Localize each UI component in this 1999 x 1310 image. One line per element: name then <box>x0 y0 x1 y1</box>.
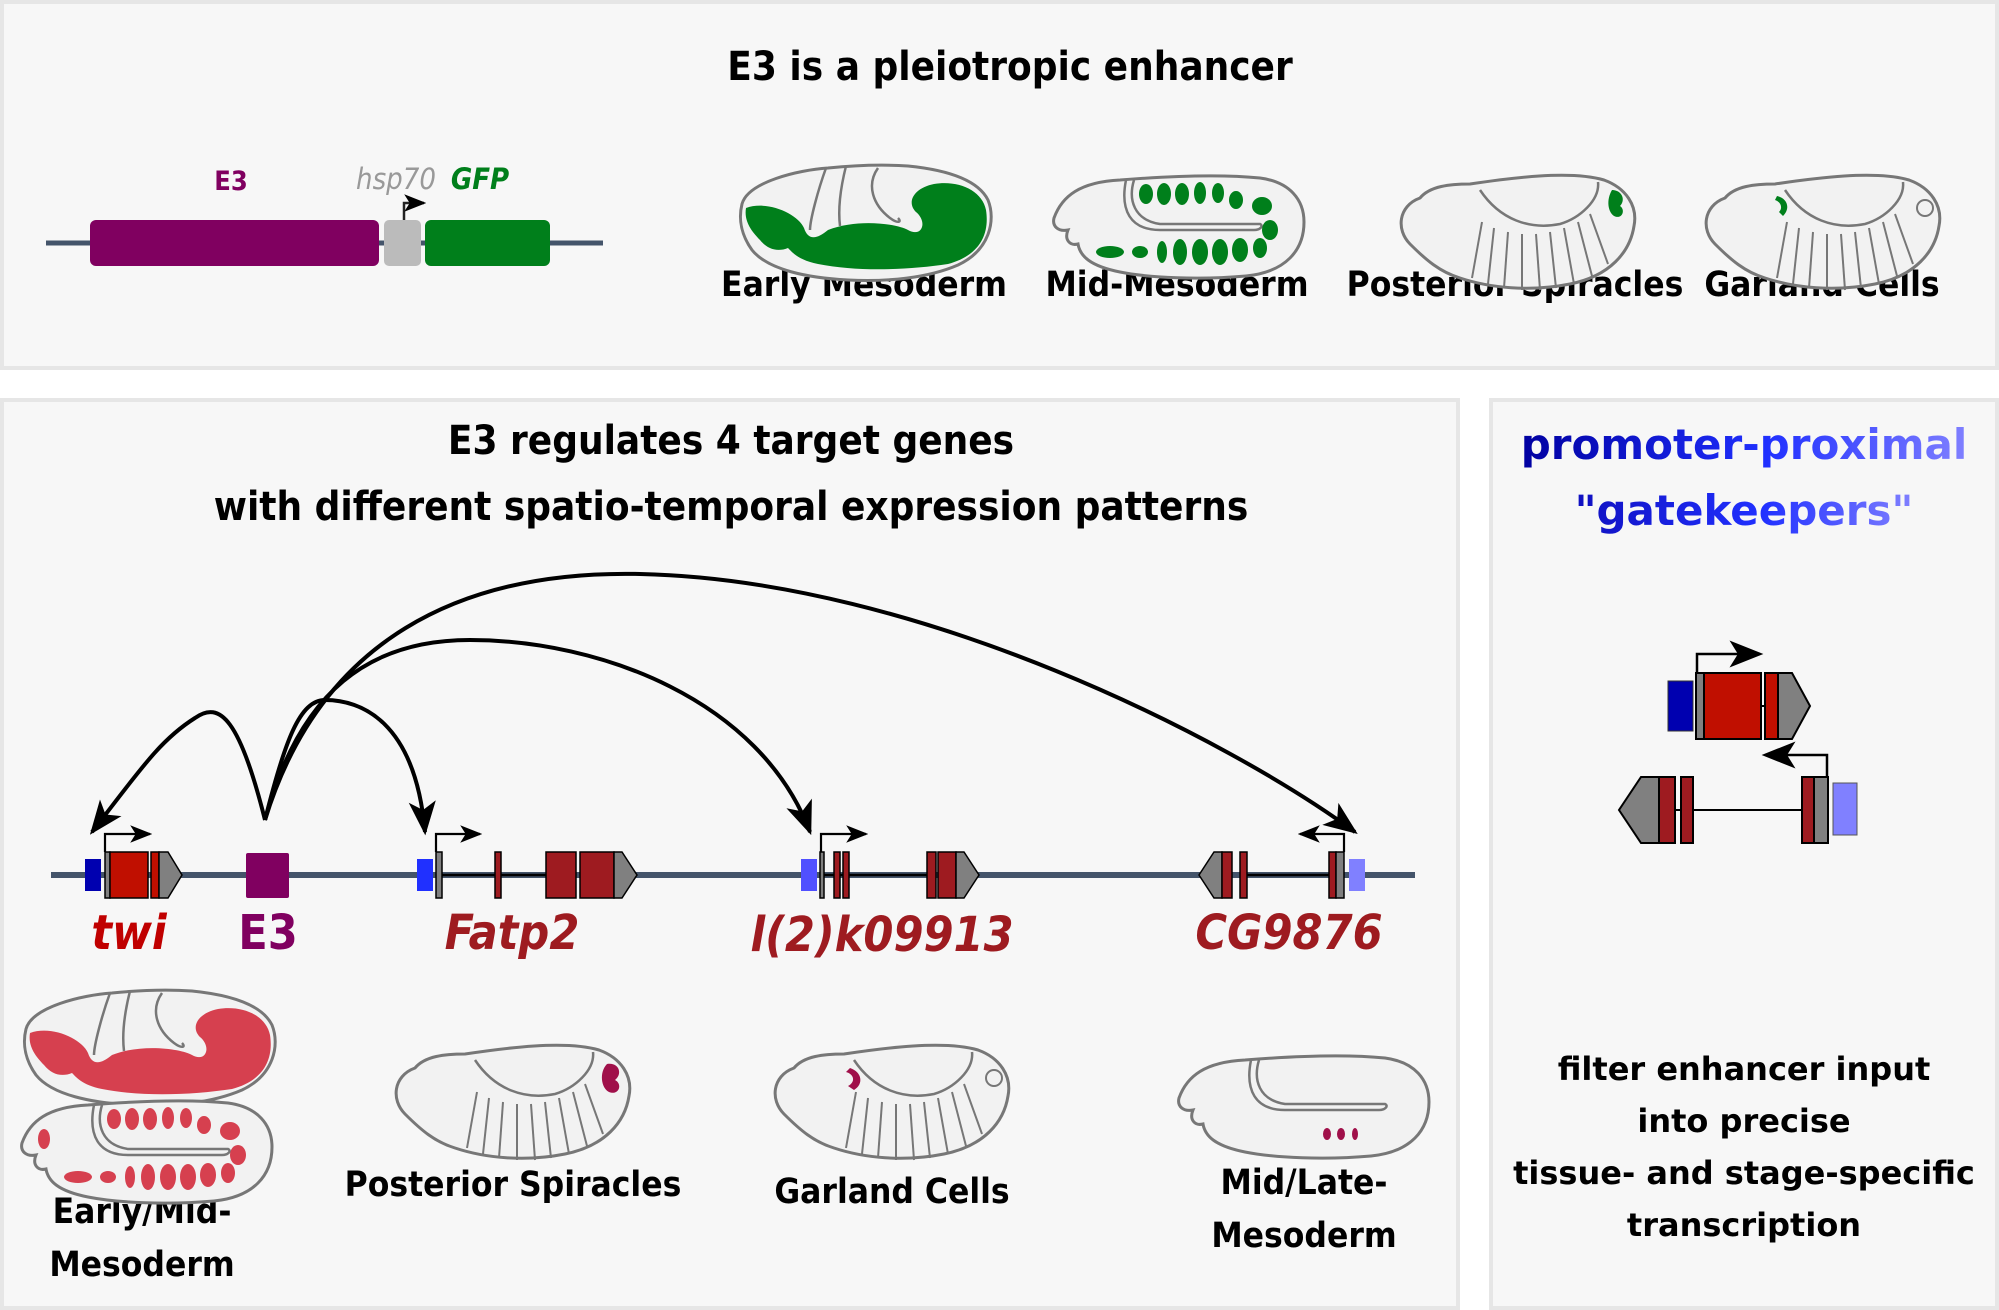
construct-reporter-label: GFP <box>450 162 510 196</box>
gatekeepers-desc-line1: filter enhancer input <box>1557 1050 1931 1088</box>
construct-tss-arrow-icon <box>402 194 427 220</box>
arc-to-twi <box>89 710 267 835</box>
gatekeeper-forward-tss-icon <box>1695 640 1764 673</box>
gatekeepers-title-line2: "gatekeepers" <box>1575 486 1914 535</box>
gatekeeper-reverse-gene <box>1617 741 1858 844</box>
pattern-label-cg9876-line1: Mid/Late- <box>1220 1163 1388 1203</box>
gatekeeper-twi <box>85 859 101 891</box>
gene-track <box>51 825 1415 899</box>
gatekeeper-reverse-tss-icon <box>1761 741 1829 777</box>
embryo-twi-early-icon <box>22 988 277 1107</box>
pattern-label-fatp2: Posterior Spiracles <box>344 1165 682 1205</box>
gatekeepers-desc-line2: into precise <box>1637 1102 1851 1140</box>
gatekeeper-forward-box <box>1667 680 1694 732</box>
tss-arrow-l2k09913-icon <box>819 825 869 852</box>
tss-arrow-twi-icon <box>103 825 153 852</box>
embryo-garland-cells-icon <box>1704 173 1942 291</box>
construct-promoter-label: hsp70 <box>356 162 436 196</box>
gatekeepers-title-line1: promoter-proximal <box>1521 420 1968 469</box>
gatekeepers-desc-line4: transcription <box>1626 1206 1862 1244</box>
gatekeeper-l2k09913 <box>801 859 817 891</box>
gene-label-cg9876: CG9876 <box>1195 905 1383 961</box>
arc-to-cg9876 <box>263 571 1358 835</box>
gatekeeper-forward-gene <box>1667 640 1812 740</box>
gatekeeper-fatp2 <box>417 859 433 891</box>
top-panel <box>0 0 1999 370</box>
gatekeeper-reverse-box <box>1832 782 1858 836</box>
gene-label-twi: twi <box>91 905 167 961</box>
pattern-label-twi-line2: Mesoderm <box>49 1245 235 1285</box>
gatekeepers-subtitle-text: "gatekeepers" <box>1574 486 1914 535</box>
targets-title-line1: E3 regulates 4 target genes <box>447 418 1015 464</box>
gene-label-l2k09913: l(2)k09913 <box>750 907 1014 963</box>
pattern-label-l2k09913: Garland Cells <box>774 1172 1010 1212</box>
gene-label-fatp2: Fatp2 <box>444 905 580 961</box>
construct-gfp-box <box>425 220 550 266</box>
gene-twi <box>85 825 183 899</box>
gene-l2k09913 <box>801 825 980 899</box>
tss-arrow-fatp2-icon <box>434 825 483 852</box>
embryo-l2k09913-garland-icon <box>773 1043 1011 1161</box>
embryo-fatp2-spiracles-icon <box>394 1043 632 1161</box>
embryo-mid-mesoderm-icon <box>1052 174 1306 280</box>
construct-promoter-box <box>384 220 421 266</box>
gatekeeper-cg9876 <box>1349 859 1365 891</box>
gatekeepers-title-text: promoter-proximal <box>1520 420 1968 469</box>
enhancer-target-arcs <box>89 571 1358 836</box>
tss-arrow-cg9876-icon <box>1297 825 1346 852</box>
gene-cg9876 <box>1198 825 1365 899</box>
embryo-early-mesoderm-icon <box>738 163 993 282</box>
top-panel-title: E3 is a pleiotropic enhancer <box>727 44 1293 90</box>
gene-fatp2 <box>417 825 638 899</box>
arc-to-l2k09913 <box>263 637 812 836</box>
arc-to-fatp2 <box>263 697 436 836</box>
pattern-label-cg9876-line2: Mesoderm <box>1211 1216 1397 1256</box>
gatekeepers-panel <box>1489 398 1999 1310</box>
reporter-construct <box>46 194 603 266</box>
enhancer-e3-box <box>246 853 289 898</box>
gatekeepers-desc-line3: tissue- and stage-specific <box>1513 1154 1975 1192</box>
construct-enhancer-label: E3 <box>214 166 248 197</box>
embryo-cg9876-mesoderm-icon <box>1177 1054 1431 1160</box>
targets-title-line2: with different spatio-temporal expressio… <box>213 484 1249 530</box>
construct-enhancer-box <box>90 220 379 266</box>
embryo-twi-mid-icon <box>20 1099 274 1205</box>
embryo-posterior-spiracles-icon <box>1399 173 1637 291</box>
gene-label-e3: E3 <box>238 905 298 961</box>
